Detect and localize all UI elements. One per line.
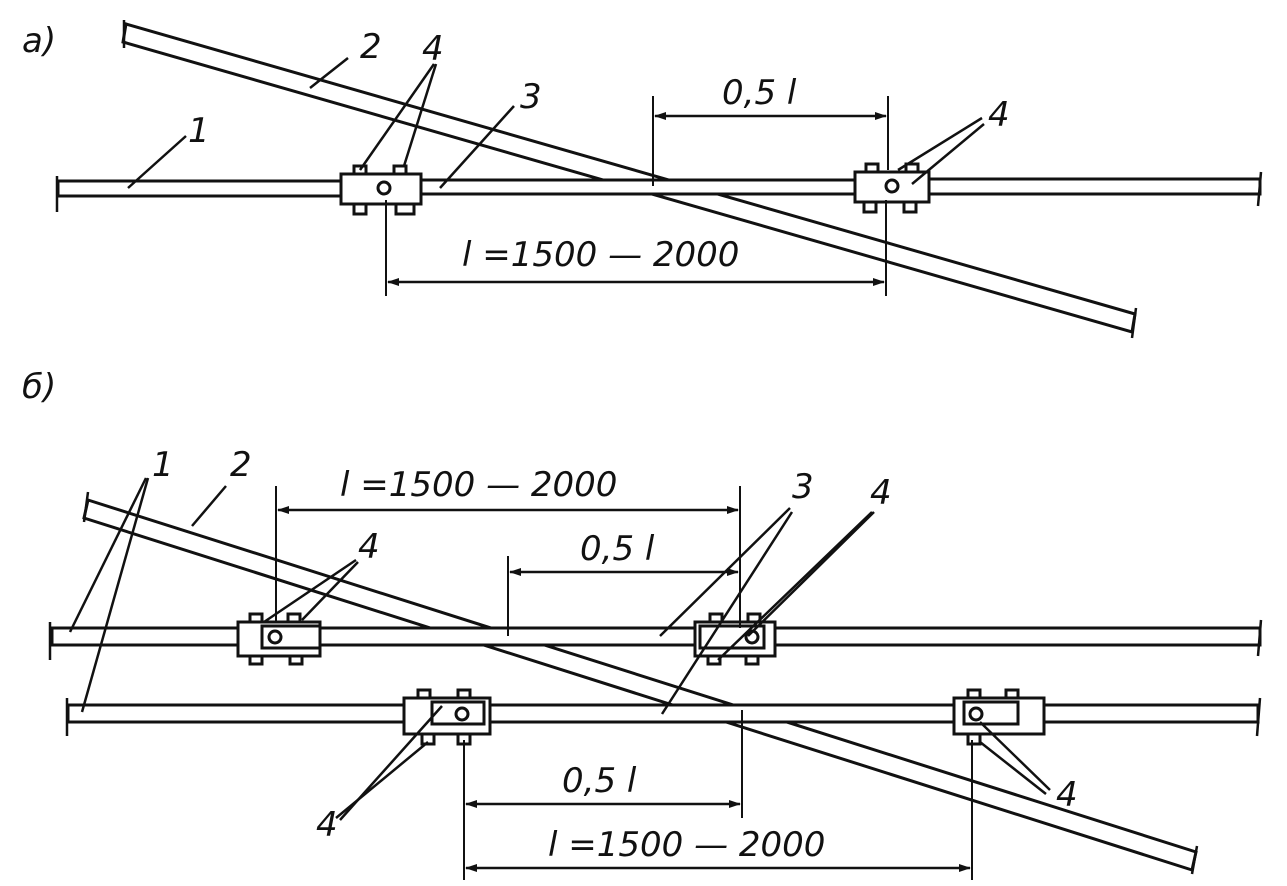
- label-b-4-top-right: 4: [870, 473, 892, 513]
- dimension-full-a-label: l =1500 — 2000: [462, 235, 739, 275]
- wire-1-right: [926, 171, 1263, 207]
- dimension-full-b-bottom-label: l =1500 — 2000: [548, 825, 825, 865]
- dimension-half-b-bottom: 0,5 l: [463, 710, 743, 880]
- label-a-4-right: 4: [988, 95, 1010, 135]
- label-a-3: 3: [520, 77, 542, 117]
- dimension-full-a: l =1500 — 2000: [385, 200, 887, 296]
- label-a-4-left: 4: [422, 29, 444, 69]
- label-b-3: 3: [792, 467, 814, 507]
- panel-b-label: б): [22, 367, 56, 407]
- dimension-half-a: 0,5 l: [652, 73, 889, 186]
- wire-2-diagonal-b: [82, 491, 1199, 875]
- panel-a: а): [22, 20, 1263, 339]
- panel-b: б): [22, 367, 1263, 880]
- wire-1-lower: [65, 697, 1262, 737]
- leaders-b: [68, 477, 1051, 821]
- clamp-b-upper-left: [236, 612, 322, 666]
- dimension-half-a-label: 0,5 l: [722, 73, 797, 113]
- label-a-2: 2: [360, 27, 382, 67]
- label-b-4-bottom-left: 4: [316, 805, 338, 845]
- label-b-4-top-left: 4: [358, 527, 380, 567]
- label-b-4-bottom-right: 4: [1056, 775, 1078, 815]
- clamp-left-a: [339, 164, 423, 216]
- clamp-b-lower-right: [952, 688, 1046, 746]
- wire-2-diagonal: [121, 20, 1138, 339]
- label-b-1: 1: [152, 445, 174, 485]
- label-b-2: 2: [230, 445, 252, 485]
- dimension-half-b-top: 0,5 l: [507, 529, 739, 636]
- panel-a-label: а): [22, 21, 56, 61]
- clamp-right-a: [853, 162, 931, 214]
- dimension-full-b-top-label: l =1500 — 2000: [340, 465, 617, 505]
- label-a-1: 1: [188, 111, 210, 151]
- wire-1-left: [55, 176, 345, 212]
- clamp-b-lower-left: [402, 688, 492, 746]
- wire-3-insert: [382, 178, 891, 196]
- dimension-half-b-top-label: 0,5 l: [580, 529, 655, 569]
- leaders-a: [127, 57, 985, 189]
- dimension-full-b-bottom: l =1500 — 2000: [465, 740, 973, 880]
- dimension-full-b-top: l =1500 — 2000: [275, 465, 741, 628]
- wire-1-upper: [48, 619, 1263, 660]
- dimension-half-b-bottom-label: 0,5 l: [562, 761, 637, 801]
